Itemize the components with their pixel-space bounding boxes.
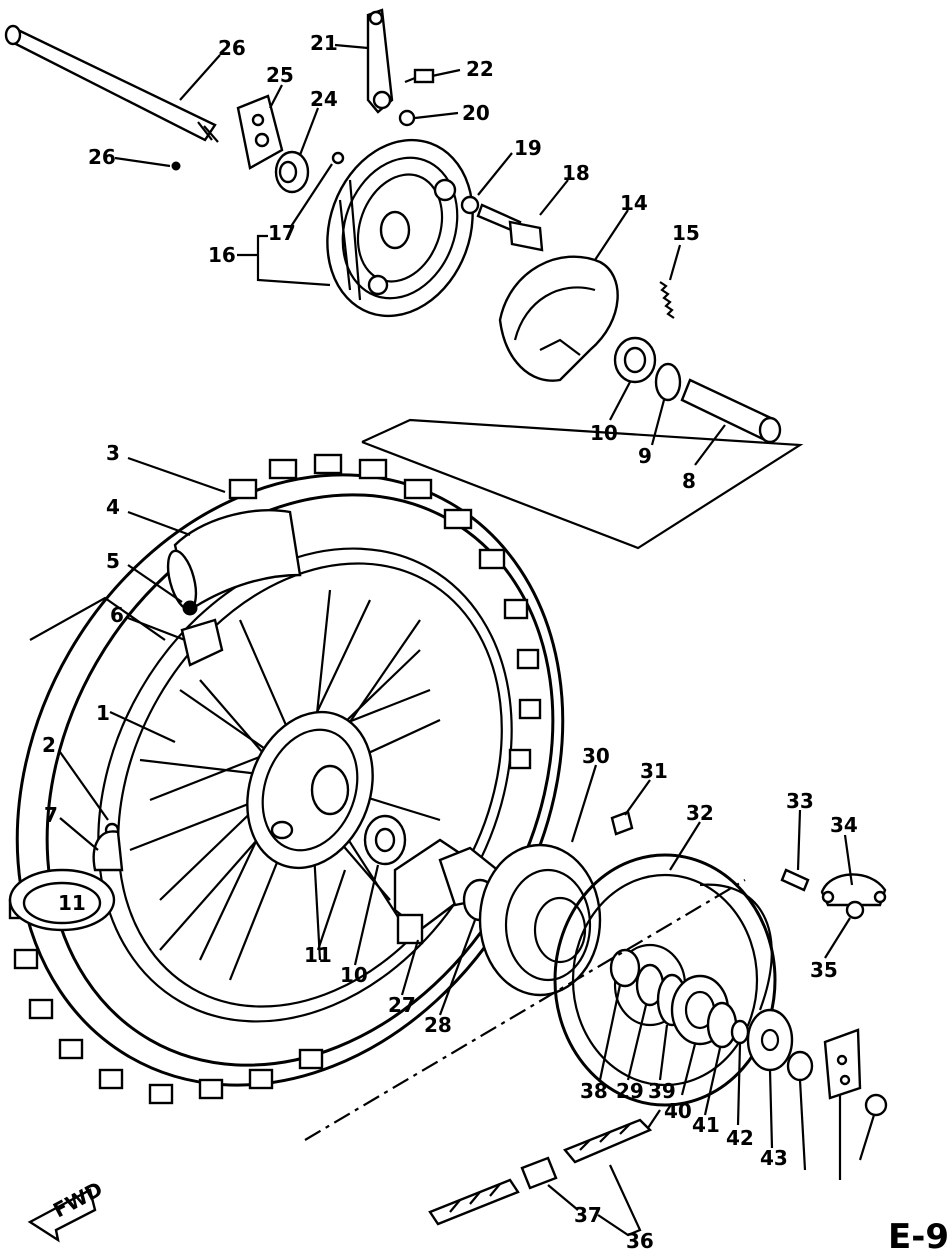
callout-labels: 26 25 24 26 17 16 21 22 20 19 18 14 15 1… [42, 31, 858, 1253]
tube-7-part [8, 830, 124, 932]
callout-31: 34 [830, 813, 858, 837]
chain-joint-34-part [520, 1156, 558, 1190]
callout-1: 1 [96, 701, 110, 725]
tire-tread-blocks [8, 453, 542, 1105]
callout-18: 20 [462, 101, 490, 125]
bearing-10-lower-part [363, 814, 407, 866]
clip-6-part [180, 618, 224, 667]
leader-lines [59, 43, 876, 1237]
callout-12: 14 [620, 191, 648, 215]
callout-14: 16 [208, 243, 236, 267]
bolt-30-part [780, 868, 810, 892]
callout-32: 35 [810, 958, 838, 982]
callout-10-lower: 10 [340, 963, 368, 987]
callout-29: 32 [686, 801, 714, 825]
callout-7: 7 [44, 803, 58, 827]
callout-11-b: 11 [58, 891, 86, 915]
axle-part [4, 24, 219, 143]
plate-42-part [823, 1028, 862, 1100]
callout-10-top: 10 [590, 421, 618, 445]
pin-part [331, 151, 345, 165]
circlip-38-part [706, 1001, 738, 1049]
nut-32-part [845, 900, 865, 920]
callout-39: 42 [726, 1126, 754, 1150]
callout-25: 27 [388, 993, 416, 1017]
oil-seal-17-part [460, 195, 480, 215]
callout-4: 4 [106, 495, 120, 519]
hub-part [246, 710, 374, 870]
bearing-10-top-part [613, 336, 657, 384]
chain-33-part [428, 1118, 653, 1226]
callout-30: 33 [786, 789, 814, 813]
callout-37: 40 [664, 1099, 692, 1123]
forward-arrow-icon: FWD [27, 1177, 107, 1243]
callout-15: 17 [268, 221, 296, 245]
adjuster-plate-part [236, 94, 284, 170]
callout-9: 9 [638, 444, 652, 468]
callout-34: 37 [574, 1203, 602, 1227]
callout-6: 6 [110, 603, 124, 627]
collar-41-part [786, 1050, 814, 1082]
callout-38: 41 [692, 1113, 720, 1137]
callout-24: 26 [88, 145, 116, 169]
callout-3: 3 [106, 441, 120, 465]
callout-8: 8 [682, 469, 696, 493]
washer-18-part [398, 109, 416, 127]
page-label: E-9 [888, 1217, 949, 1256]
callout-17: 19 [514, 136, 542, 160]
callout-26-right: 29 [616, 1079, 644, 1103]
callout-26-left: 28 [424, 1013, 452, 1037]
oil-seal-9-part [654, 362, 682, 402]
bolt-20-part [404, 68, 435, 84]
seal-39-part [730, 1019, 750, 1045]
damper-25-part [393, 838, 502, 945]
brake-shoe-plate-part [326, 138, 474, 318]
nut-5-part [182, 600, 198, 616]
sprocket-29-part [553, 853, 777, 1107]
callout-20: 22 [466, 57, 494, 81]
callout-21: 24 [310, 87, 338, 111]
callout-5: 5 [106, 549, 120, 573]
callout-11-a: 11 [304, 943, 332, 967]
group-bracket-left [29, 596, 166, 641]
cotter-pin-part [171, 161, 181, 171]
callout-35: 38 [580, 1079, 608, 1103]
spring-13-part [659, 281, 675, 319]
chain-guard-line [699, 883, 773, 1011]
spacer-8-part [680, 378, 782, 444]
plate-40-part [746, 1008, 794, 1072]
plate-31-part [820, 873, 887, 907]
callout-2: 2 [42, 733, 56, 757]
rim-band-4-part [166, 509, 302, 612]
callout-40: 43 [760, 1146, 788, 1170]
callout-27: 30 [582, 744, 610, 768]
brake-arm-part [366, 8, 394, 114]
callout-16: 18 [562, 161, 590, 185]
nut-28-part [610, 810, 634, 836]
callout-22: 25 [266, 63, 294, 87]
group-bracket-top [361, 418, 804, 550]
callout-13: 15 [672, 221, 700, 245]
clutch-hub-27-part [478, 843, 602, 997]
centerline [304, 879, 746, 1141]
collar-35-part [609, 948, 641, 988]
callout-33: 36 [626, 1229, 654, 1253]
callout-28: 31 [640, 759, 668, 783]
callout-23: 26 [218, 36, 246, 60]
collar-part [274, 150, 310, 194]
callout-19: 21 [310, 31, 338, 55]
callout-36: 39 [648, 1079, 676, 1103]
nut-43-part [864, 1093, 888, 1117]
brake-shoe-12-part [498, 255, 619, 382]
cam-shaft-16-part [476, 203, 544, 252]
